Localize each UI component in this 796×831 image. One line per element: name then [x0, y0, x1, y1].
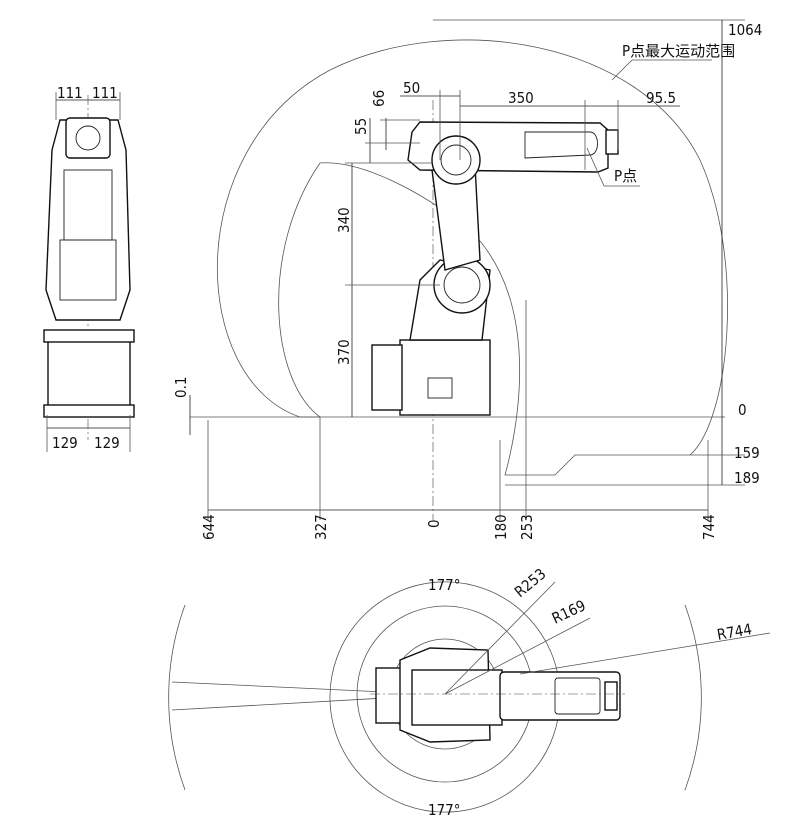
max-range-envelope	[216, 39, 728, 476]
dim-95-5: 95.5	[646, 89, 676, 107]
p-point-label: P点	[614, 167, 637, 185]
dim-0: 0	[425, 519, 443, 528]
dim-0-1: 0.1	[172, 377, 190, 398]
side-view: 50 350 95.5 P点最大运动范围 P点 340 370 55 66 0.…	[172, 19, 762, 540]
front-dim-bottom-right: 129	[94, 434, 120, 452]
angle-bottom-label: 177°	[428, 801, 461, 819]
dim-189: 189	[734, 469, 760, 487]
dim-66: 66	[370, 90, 388, 107]
front-dim-top-left: 111	[57, 84, 83, 102]
dim-159: 159	[734, 444, 760, 462]
radius-744-label: R744	[716, 620, 754, 644]
angle-top-label: 177°	[428, 576, 461, 594]
dim-50: 50	[403, 79, 420, 97]
top-view: 177° 177° R253 R169 R744	[168, 565, 771, 819]
side-base	[399, 339, 491, 416]
dim-370: 370	[335, 339, 353, 365]
front-dim-bottom-left: 129	[52, 434, 78, 452]
reach-arc-left	[168, 604, 186, 791]
front-base	[47, 339, 131, 416]
front-dim-top-right: 111	[92, 84, 118, 102]
dim-327: 327	[312, 514, 330, 540]
max-range-label: P点最大运动范围	[622, 42, 735, 60]
dim-340: 340	[335, 207, 353, 233]
dim-644: 644	[200, 514, 218, 540]
dim-1064: 1064	[728, 21, 762, 39]
dim-744: 744	[700, 514, 718, 540]
front-view: 111 111 129 129	[43, 84, 135, 452]
radius-253-label: R253	[511, 565, 549, 601]
dim-253: 253	[518, 514, 536, 540]
top-forearm	[499, 671, 621, 721]
dim-350: 350	[508, 89, 534, 107]
radius-169-label: R169	[549, 596, 588, 627]
reach-arc-right	[684, 604, 702, 791]
dim-zero-right: 0	[738, 401, 747, 419]
dim-55: 55	[352, 118, 370, 135]
dim-180: 180	[492, 514, 510, 540]
